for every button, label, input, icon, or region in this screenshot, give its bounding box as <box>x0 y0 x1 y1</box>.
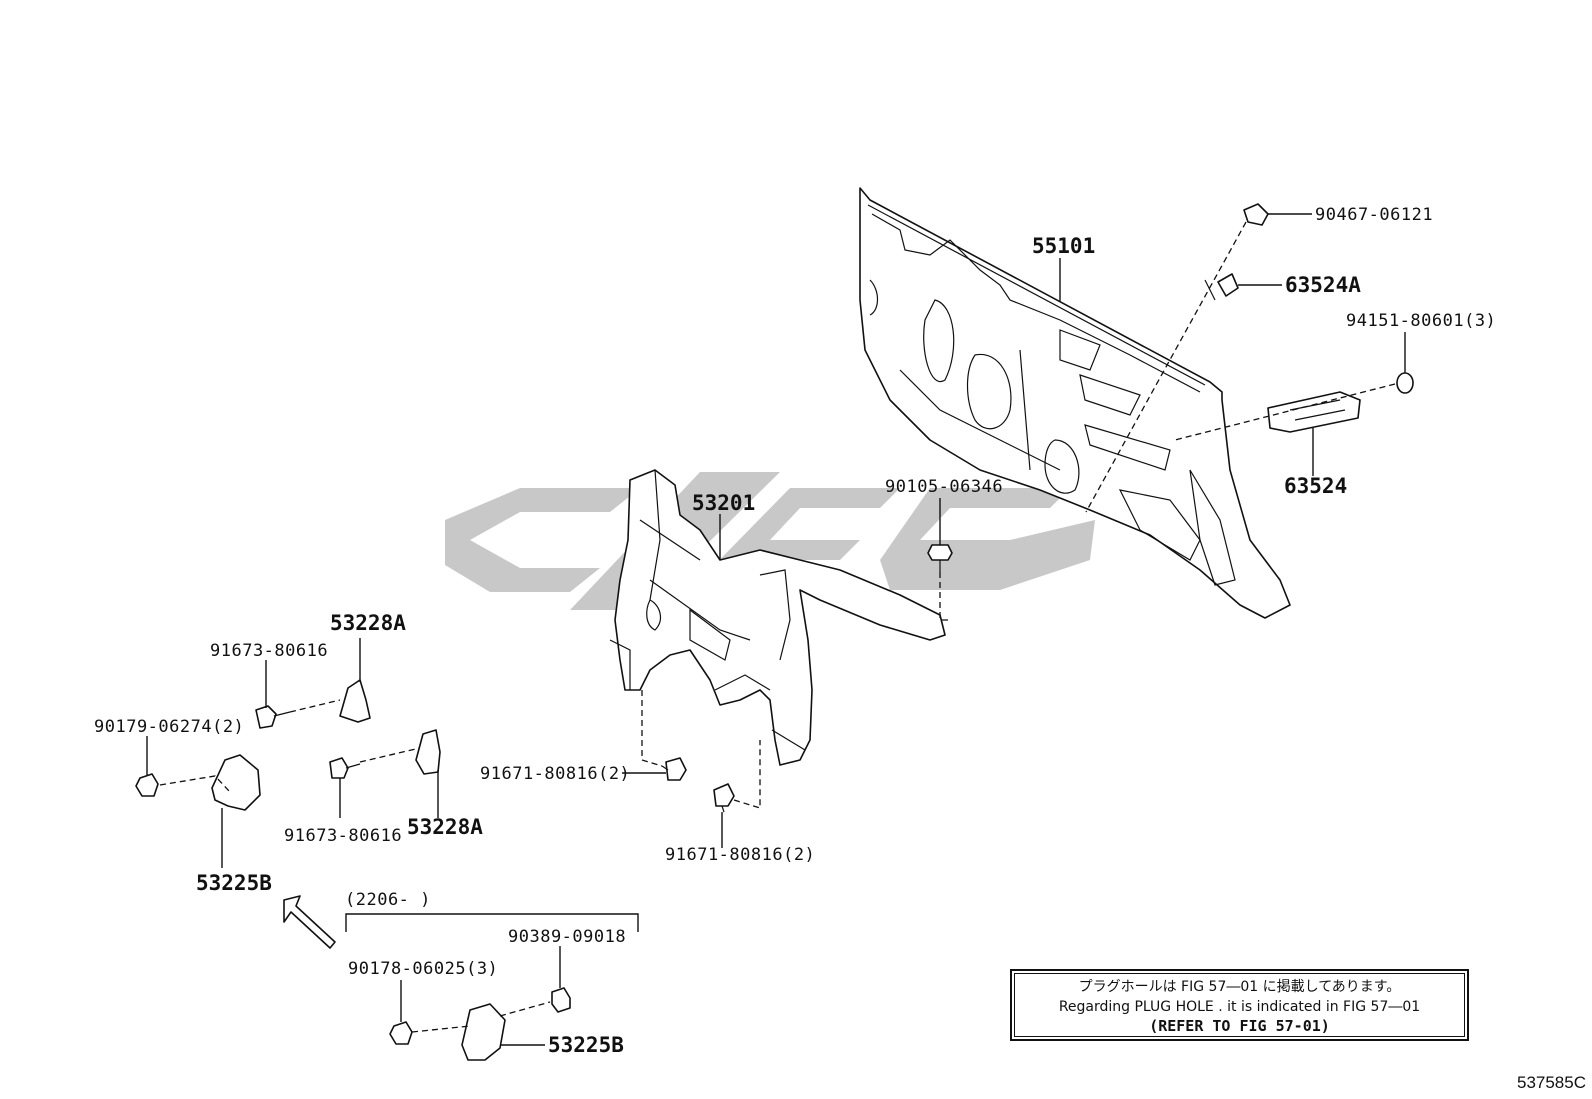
label-91673-80616-bottom: 91673-80616 <box>284 826 402 846</box>
bolt-91671-80816-bottom[interactable] <box>713 783 735 813</box>
label-53201: 53201 <box>692 491 755 515</box>
nut-90178-06025[interactable] <box>389 1021 413 1045</box>
bracket-63524[interactable] <box>1267 391 1361 433</box>
label-90179-06274: 90179-06274(2) <box>94 717 244 737</box>
label-53225B-bottom: 53225B <box>548 1033 624 1057</box>
label-90105-06346: 90105-06346 <box>885 477 1003 497</box>
label-53228A-top: 53228A <box>330 611 406 635</box>
label-90178-06025: 90178-06025(3) <box>348 959 498 979</box>
bracket-53225B-upper[interactable] <box>211 754 261 811</box>
collar-90389-09018[interactable] <box>551 987 571 1013</box>
bolt-91673-80616-top[interactable] <box>255 705 291 729</box>
leader-lines <box>146 213 1406 1046</box>
note-line-english: Regarding PLUG HOLE . it is indicated in… <box>1058 999 1421 1015</box>
label-91671-80816-bottom: 91671-80816(2) <box>665 845 815 865</box>
label-63524: 63524 <box>1284 474 1347 498</box>
dash-panel-55101[interactable] <box>859 187 1291 619</box>
bolt-90105-06346[interactable] <box>927 544 953 572</box>
bracket-63524A[interactable] <box>1204 273 1239 301</box>
bracket-53228A-top[interactable] <box>339 679 371 723</box>
figure-code: 537585C <box>1516 1073 1586 1092</box>
label-53228A-bottom: 53228A <box>407 815 483 839</box>
clip-90467-06121[interactable] <box>1243 203 1269 226</box>
nut-94151-80601[interactable] <box>1396 372 1414 394</box>
label-55101: 55101 <box>1032 234 1095 258</box>
bracket-53228A-bottom[interactable] <box>415 729 441 775</box>
label-63524A: 63524A <box>1285 273 1361 297</box>
label-90389-09018: 90389-09018 <box>508 927 626 947</box>
plug-hole-note: プラグホールは FIG 57―01 に掲載してあります。 Regarding P… <box>1010 969 1469 1041</box>
bolt-91673-80616-bottom[interactable] <box>329 757 361 779</box>
label-2206: (2206- ) <box>345 890 431 910</box>
note-line-japanese: プラグホールは FIG 57―01 に掲載してあります。 <box>1078 979 1401 995</box>
label-53225B-top: 53225B <box>196 871 272 895</box>
assembly-dashed-lines <box>159 221 1396 1033</box>
nut-90179-06274[interactable] <box>135 773 159 797</box>
bolt-91671-80816-left[interactable] <box>661 757 687 781</box>
label-91673-80616-top: 91673-80616 <box>210 641 328 661</box>
label-94151-80601: 94151-80601(3) <box>1346 311 1496 331</box>
bracket-53225B-lower[interactable] <box>461 1003 506 1061</box>
part-labels: 90467-06121 55101 63524A 94151-80601(3) … <box>94 205 1496 1057</box>
direction-arrow <box>283 895 336 949</box>
radiator-support-53201[interactable] <box>609 469 946 766</box>
note-reference: (REFER TO FIG 57-01) <box>1149 1017 1330 1035</box>
label-91671-80816-left: 91671-80816(2) <box>480 764 630 784</box>
label-90467-06121: 90467-06121 <box>1315 205 1433 225</box>
